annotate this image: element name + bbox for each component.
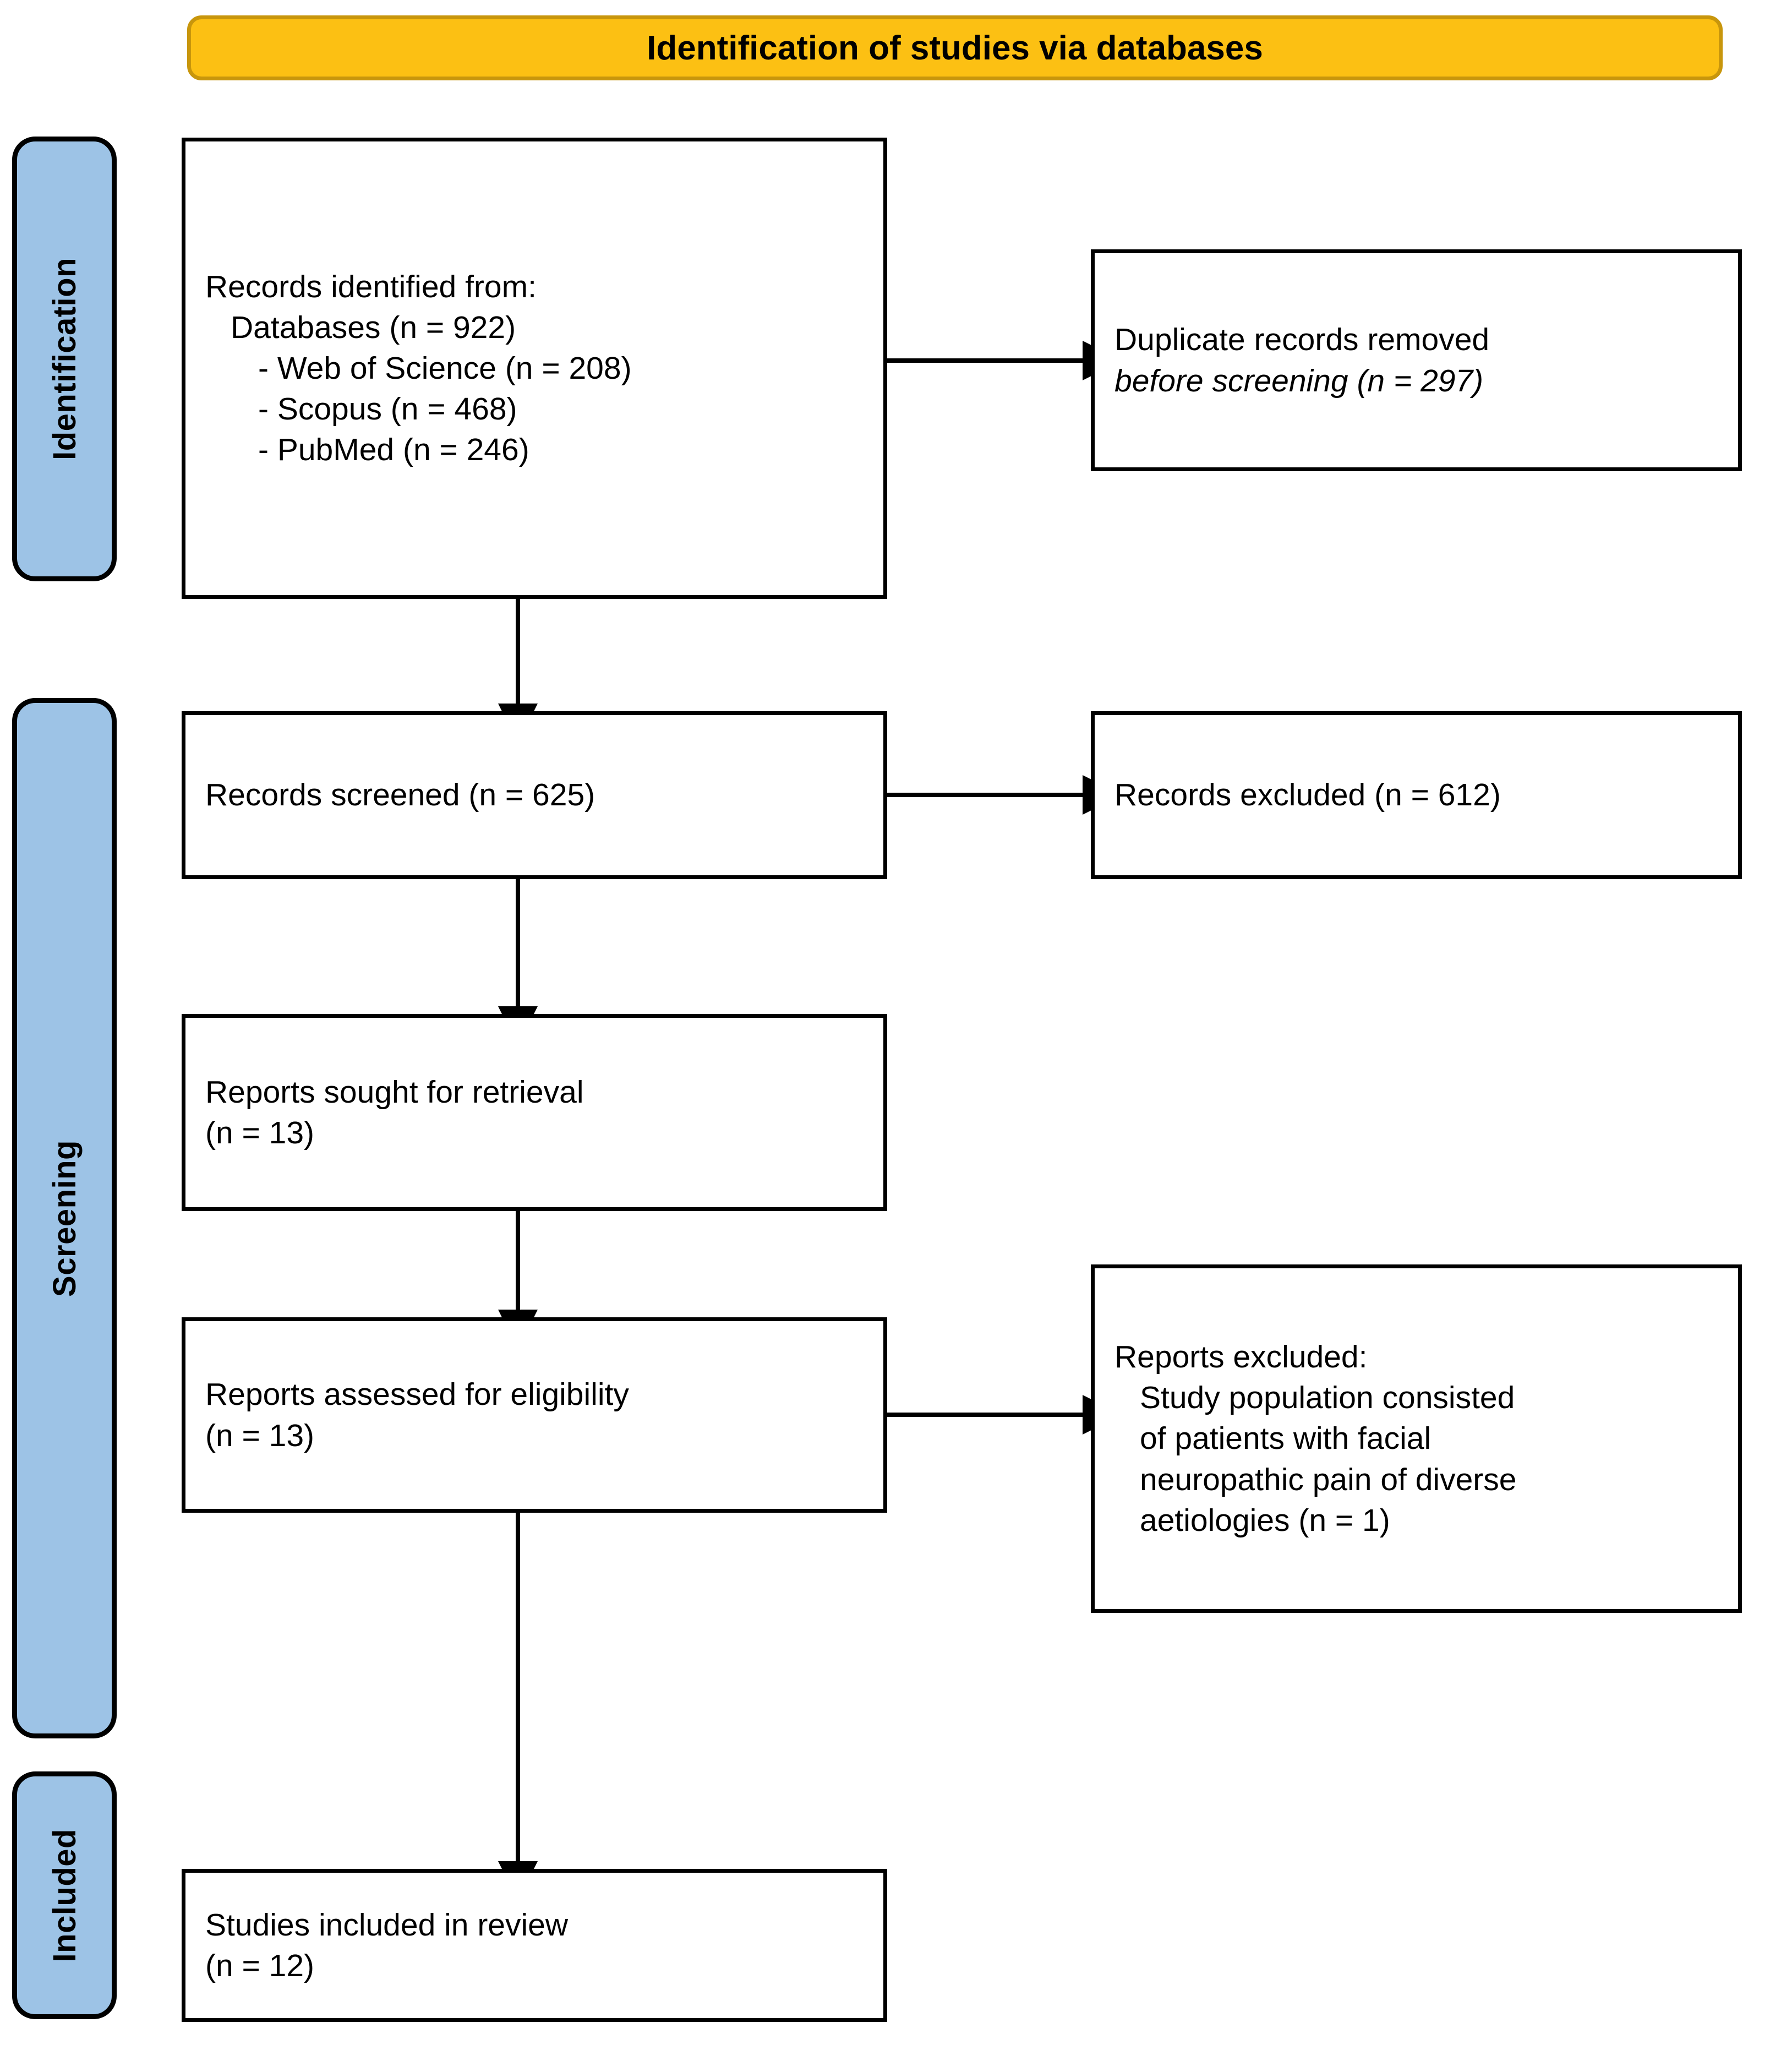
studies-included-line-2: (n = 12): [205, 1948, 315, 1983]
reports-excluded-line-5: aetiologies (n = 1): [1140, 1502, 1390, 1538]
header-title: Identification of studies via databases: [647, 29, 1263, 67]
stage-bar-identification: Identification: [12, 137, 117, 581]
duplicates-line-1: Duplicate records removed: [1114, 322, 1490, 358]
stage-bar-included: Included: [12, 1771, 117, 2019]
box-reports-excluded: Reports excluded: Study population consi…: [1091, 1264, 1742, 1613]
reports-excluded-line-3: of patients with facial: [1140, 1421, 1432, 1457]
box-studies-included-body: Studies included in review (n = 12): [185, 1905, 883, 1986]
stage-label-included: Included: [46, 1828, 83, 1962]
reports-assessed-line-1: Reports assessed for eligibility: [205, 1377, 629, 1413]
records-excluded-line-1: Records excluded (n = 612): [1114, 777, 1501, 813]
stage-label-screening: Screening: [46, 1139, 83, 1297]
records-identified-line-3: - Web of Science (n = 208): [258, 350, 632, 386]
reports-excluded-line-4: neuropathic pain of diverse: [1140, 1462, 1517, 1497]
studies-included-line-1: Studies included in review: [205, 1907, 569, 1943]
reports-excluded-line-1: Reports excluded:: [1114, 1339, 1368, 1375]
box-records-screened: Records screened (n = 625): [182, 711, 887, 879]
box-records-identified-body: Records identified from: Databases (n = …: [185, 266, 883, 470]
header-banner: Identification of studies via databases: [187, 15, 1723, 80]
box-reports-sought-body: Reports sought for retrieval (n = 13): [185, 1072, 883, 1153]
box-duplicate-records-removed-body: Duplicate records removed before screeni…: [1095, 319, 1738, 401]
stage-label-identification: Identification: [46, 258, 83, 460]
box-records-screened-body: Records screened (n = 625): [185, 775, 883, 815]
box-records-identified: Records identified from: Databases (n = …: [182, 138, 887, 599]
box-reports-sought-for-retrieval: Reports sought for retrieval (n = 13): [182, 1014, 887, 1211]
reports-excluded-line-2: Study population consisted: [1140, 1380, 1515, 1416]
box-studies-included-in-review: Studies included in review (n = 12): [182, 1869, 887, 2022]
duplicates-line-2: before screening (n = 297): [1114, 363, 1484, 399]
reports-assessed-line-2: (n = 13): [205, 1417, 315, 1453]
box-records-excluded-body: Records excluded (n = 612): [1095, 775, 1738, 815]
box-records-excluded: Records excluded (n = 612): [1091, 711, 1742, 879]
records-identified-line-5: - PubMed (n = 246): [258, 432, 529, 468]
reports-sought-line-1: Reports sought for retrieval: [205, 1074, 584, 1110]
box-reports-assessed-for-eligibility: Reports assessed for eligibility (n = 13…: [182, 1317, 887, 1513]
reports-sought-line-2: (n = 13): [205, 1115, 315, 1151]
records-screened-line-1: Records screened (n = 625): [205, 777, 595, 813]
box-reports-excluded-body: Reports excluded: Study population consi…: [1095, 1337, 1738, 1540]
records-identified-line-4: - Scopus (n = 468): [258, 391, 517, 427]
box-duplicate-records-removed: Duplicate records removed before screeni…: [1091, 249, 1742, 471]
records-identified-line-1: Records identified from:: [205, 269, 537, 304]
stage-bar-screening: Screening: [12, 698, 117, 1738]
box-reports-assessed-body: Reports assessed for eligibility (n = 13…: [185, 1374, 883, 1455]
records-identified-line-2: Databases (n = 922): [231, 309, 516, 345]
